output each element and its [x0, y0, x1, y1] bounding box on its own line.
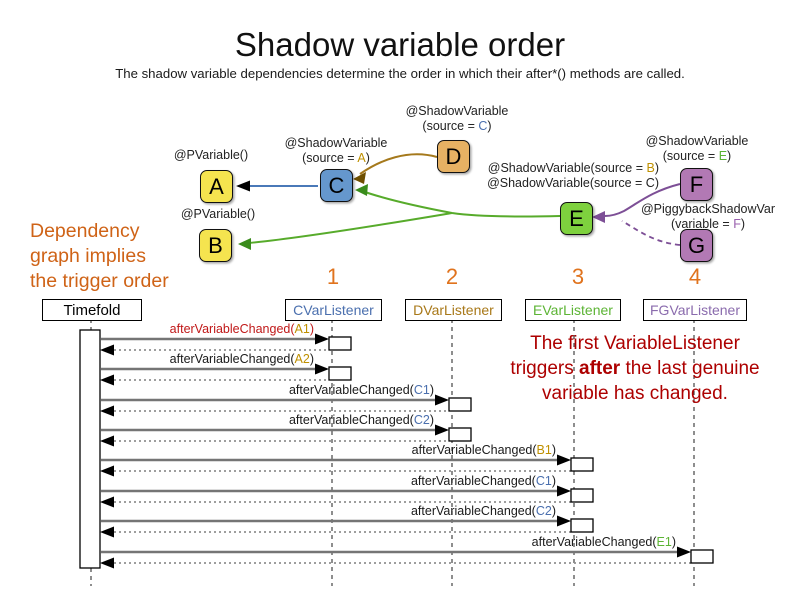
order-number-1: 1: [326, 264, 340, 289]
annotation-piggyback-g: @PiggybackShadowVar (variable = F): [628, 202, 788, 232]
page-subtitle: The shadow variable dependencies determi…: [115, 66, 685, 81]
activation-cvar-2: [328, 366, 352, 381]
callout-line: variable has changed.: [542, 383, 728, 404]
message-afterVariableChanged-C2-e: [100, 515, 571, 538]
edge-e-to-b: [238, 212, 453, 250]
listener-box-dvarlistener: DVarListener: [405, 299, 502, 321]
annotation-line: @ShadowVariable: [284, 136, 388, 150]
annotation-line: (source = E): [662, 149, 732, 163]
edge-c-to-a: [236, 180, 318, 192]
order-number-3: 3: [571, 264, 585, 289]
activation-evar-1: [570, 457, 594, 472]
order-number-4: 4: [688, 264, 702, 289]
node-d: D: [437, 140, 470, 173]
page-title: Shadow variable order: [234, 26, 566, 63]
message-label-a1: afterVariableChanged(A1): [169, 322, 314, 336]
annotation-line: (variable = F): [671, 217, 745, 231]
message-label-e1: afterVariableChanged(E1): [531, 535, 676, 549]
message-afterVariableChanged-E1: [100, 546, 691, 569]
order-number-2: 2: [445, 264, 459, 289]
annotation-pvariable-b: @PVariable(): [180, 207, 256, 221]
actor-box-timefold: Timefold: [42, 299, 142, 321]
activation-fgvar-1: [690, 549, 714, 564]
trigger-callout: The first VariableListener triggers afte…: [480, 331, 790, 406]
annotation-pvariable-a: @PVariable(): [173, 148, 249, 162]
node-b: B: [199, 229, 232, 262]
annotation-shadowvariable-f: @ShadowVariable (source = E): [617, 134, 777, 164]
activation-bar-timefold: [79, 329, 101, 569]
annotation-line: @PiggybackShadowVar: [640, 202, 776, 216]
listener-box-evarlistener: EVarListener: [525, 299, 621, 321]
message-afterVariableChanged-A1: [100, 333, 329, 356]
listener-box-fgvarlistener: FGVarListener: [643, 299, 747, 321]
edge-e-to-c: [355, 184, 561, 218]
activation-cvar-1: [328, 336, 352, 351]
note-line: graph implies: [30, 245, 146, 267]
annotation-line: (source = C): [422, 119, 492, 133]
message-afterVariableChanged-C2: [100, 424, 449, 447]
activation-dvar-1: [448, 397, 472, 412]
node-a: A: [200, 170, 233, 203]
edge-d-to-c: [353, 153, 438, 184]
edge-g-to-e: [621, 220, 681, 246]
node-e: E: [560, 202, 593, 235]
annotation-line: @ShadowVariable: [405, 104, 509, 118]
message-afterVariableChanged-C1: [100, 394, 449, 417]
message-label-c2: afterVariableChanged(C2): [288, 413, 434, 427]
listener-box-cvarlistener: CVarListener: [285, 299, 382, 321]
annotation-line: @ShadowVariable(source = B): [487, 161, 659, 175]
annotation-shadowvariable-e: @ShadowVariable(source = B) @ShadowVaria…: [487, 161, 659, 191]
note-line: Dependency: [30, 220, 140, 242]
annotation-shadowvariable-c: @ShadowVariable (source = A): [256, 136, 416, 166]
annotation-shadowvariable-d: @ShadowVariable (source = C): [377, 104, 537, 134]
message-label-a2: afterVariableChanged(A2): [169, 352, 314, 366]
activation-evar-3: [570, 518, 594, 533]
message-afterVariableChanged-C1-e: [100, 485, 571, 508]
message-afterVariableChanged-A2: [100, 363, 329, 386]
message-label-b1: afterVariableChanged(B1): [411, 443, 556, 457]
callout-line: triggers after the last genuine: [510, 358, 760, 379]
annotation-line: @ShadowVariable: [645, 134, 749, 148]
activation-dvar-2: [448, 427, 472, 442]
node-f: F: [680, 168, 713, 201]
node-c: C: [320, 169, 353, 202]
edge-f-to-e: [592, 183, 681, 223]
message-afterVariableChanged-B1: [100, 454, 571, 477]
node-g: G: [680, 229, 713, 262]
message-label-c1-e: afterVariableChanged(C1): [410, 474, 556, 488]
callout-line: The first VariableListener: [530, 333, 740, 354]
message-label-c2-e: afterVariableChanged(C2): [410, 504, 556, 518]
activation-evar-2: [570, 488, 594, 503]
dependency-note: Dependency graph implies the trigger ord…: [30, 219, 169, 294]
annotation-line: @ShadowVariable(source = C): [487, 176, 659, 190]
message-label-c1: afterVariableChanged(C1): [288, 383, 434, 397]
annotation-line: (source = A): [302, 151, 370, 165]
note-line: the trigger order: [30, 270, 169, 292]
